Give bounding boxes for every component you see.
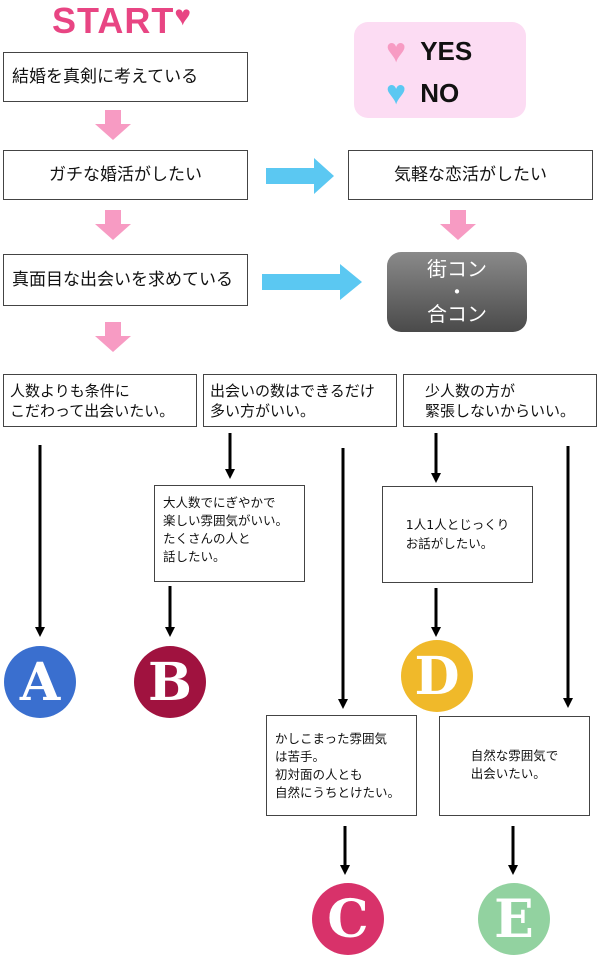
meet-box: 街コン ・ 合コン [387, 252, 527, 332]
node-q1: 結婚を真剣に考えている [3, 52, 248, 102]
legend: ♥ YES ♥ NO [354, 22, 526, 118]
start-title: START♥ [52, 0, 192, 42]
node-sc-text: かしこまった雰囲気 は苦手。 初対面の人とも 自然にうちとけたい。 [275, 731, 401, 801]
meet-line-2: ・ [447, 280, 467, 304]
yes-arrow-3 [95, 322, 131, 352]
node-se: 自然な雰囲気で 出会いたい。 [439, 716, 590, 816]
node-o3-text: 少人数の方が 緊張しないからいい。 [424, 382, 575, 421]
node-q2-text: ガチな婚活がしたい [49, 164, 202, 185]
result-d: D [401, 640, 473, 712]
result-a: A [4, 646, 76, 718]
node-o3: 少人数の方が 緊張しないからいい。 [403, 374, 597, 427]
no-arrows [262, 158, 362, 300]
node-o2-text: 出会いの数はできるだけ 多い方がいい。 [210, 382, 375, 421]
heart-icon: ♥ [174, 0, 192, 31]
node-o1-text: 人数よりも条件に こだわって出会いたい。 [10, 382, 175, 421]
result-d-letter: D [414, 645, 460, 707]
result-e-letter: E [494, 888, 534, 950]
meet-line-1: 街コン [427, 257, 487, 281]
result-b: B [134, 646, 206, 718]
yes-arrows [95, 110, 476, 352]
legend-no-label: NO [420, 78, 460, 108]
legend-yes: ♥ YES [386, 32, 472, 71]
legend-yes-label: YES [420, 36, 473, 66]
node-se-text: 自然な雰囲気で 出会いたい。 [470, 748, 559, 782]
blue-heart-icon: ♥ [386, 74, 407, 112]
legend-no: ♥ NO [386, 74, 459, 113]
node-q3: 気軽な恋活がしたい [348, 150, 593, 200]
result-e: E [478, 883, 550, 955]
node-o1: 人数よりも条件に こだわって出会いたい。 [3, 374, 197, 427]
node-sc: かしこまった雰囲気 は苦手。 初対面の人とも 自然にうちとけたい。 [266, 715, 417, 816]
yes-arrow-1 [95, 110, 131, 140]
node-q2: ガチな婚活がしたい [3, 150, 248, 200]
yes-arrow-2 [95, 210, 131, 240]
node-sb: 大人数でにぎやかで 楽しい雰囲気がいい。 たくさんの人と 話したい。 [154, 485, 305, 582]
node-sb-text: 大人数でにぎやかで 楽しい雰囲気がいい。 たくさんの人と 話したい。 [163, 495, 289, 565]
result-b-letter: B [148, 651, 192, 713]
result-c: C [312, 883, 384, 955]
pink-heart-icon: ♥ [386, 32, 407, 70]
node-o2: 出会いの数はできるだけ 多い方がいい。 [203, 374, 397, 427]
node-sd: 1人1人とじっくり お話がしたい。 [382, 486, 533, 583]
no-arrow-2 [262, 264, 362, 300]
node-sd-text: 1人1人とじっくり お話がしたい。 [405, 517, 510, 551]
node-q3-text: 気軽な恋活がしたい [394, 164, 547, 185]
no-arrow-1 [266, 158, 334, 194]
node-q4: 真面目な出会いを求めている [3, 254, 248, 306]
result-c-letter: C [327, 888, 369, 950]
meet-line-3: 合コン [427, 302, 487, 326]
black-arrows [35, 433, 573, 875]
start-label: START [52, 0, 175, 41]
node-q1-text: 結婚を真剣に考えている [12, 66, 199, 87]
node-q4-text: 真面目な出会いを求めている [12, 269, 233, 290]
yes-arrow-4 [440, 210, 476, 240]
result-a-letter: A [19, 651, 61, 713]
